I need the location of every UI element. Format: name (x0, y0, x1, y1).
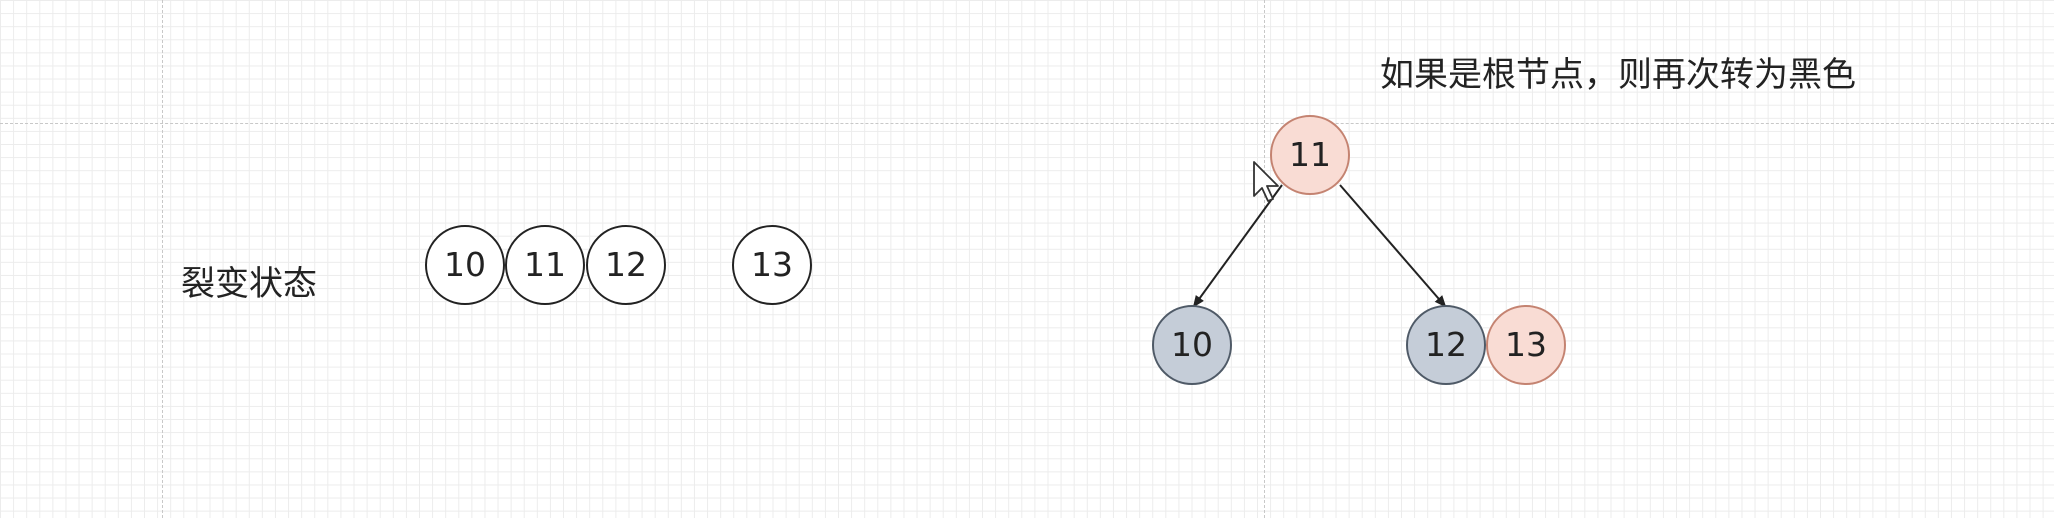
node-value: 13 (1505, 325, 1547, 364)
page-guide-vertical (1264, 0, 1265, 518)
node-value: 12 (1425, 325, 1467, 364)
tree-node-right-sibling[interactable]: 13 (1486, 305, 1566, 385)
tree-node-left[interactable]: 10 (1152, 305, 1232, 385)
mouse-pointer-icon (1253, 161, 1279, 202)
tree-edge-left (1192, 184, 1283, 308)
node-value: 10 (1171, 325, 1213, 364)
page-guide-vertical (162, 0, 163, 518)
split-node[interactable]: 13 (732, 225, 812, 305)
node-value: 12 (605, 245, 647, 284)
node-value: 11 (524, 245, 566, 284)
node-value: 13 (751, 245, 793, 284)
tree-node-right[interactable]: 12 (1406, 305, 1486, 385)
tree-node-root[interactable]: 11 (1270, 115, 1350, 195)
node-value: 11 (1289, 135, 1331, 174)
split-node[interactable]: 10 (425, 225, 505, 305)
tree-edge-right (1339, 184, 1447, 308)
split-node[interactable]: 11 (505, 225, 585, 305)
split-node[interactable]: 12 (586, 225, 666, 305)
split-state-label[interactable]: 裂变状态 (181, 264, 317, 304)
page-guide-horizontal (0, 123, 2054, 124)
node-value: 10 (444, 245, 486, 284)
root-note-label[interactable]: 如果是根节点，则再次转为黑色 (1380, 55, 1856, 95)
